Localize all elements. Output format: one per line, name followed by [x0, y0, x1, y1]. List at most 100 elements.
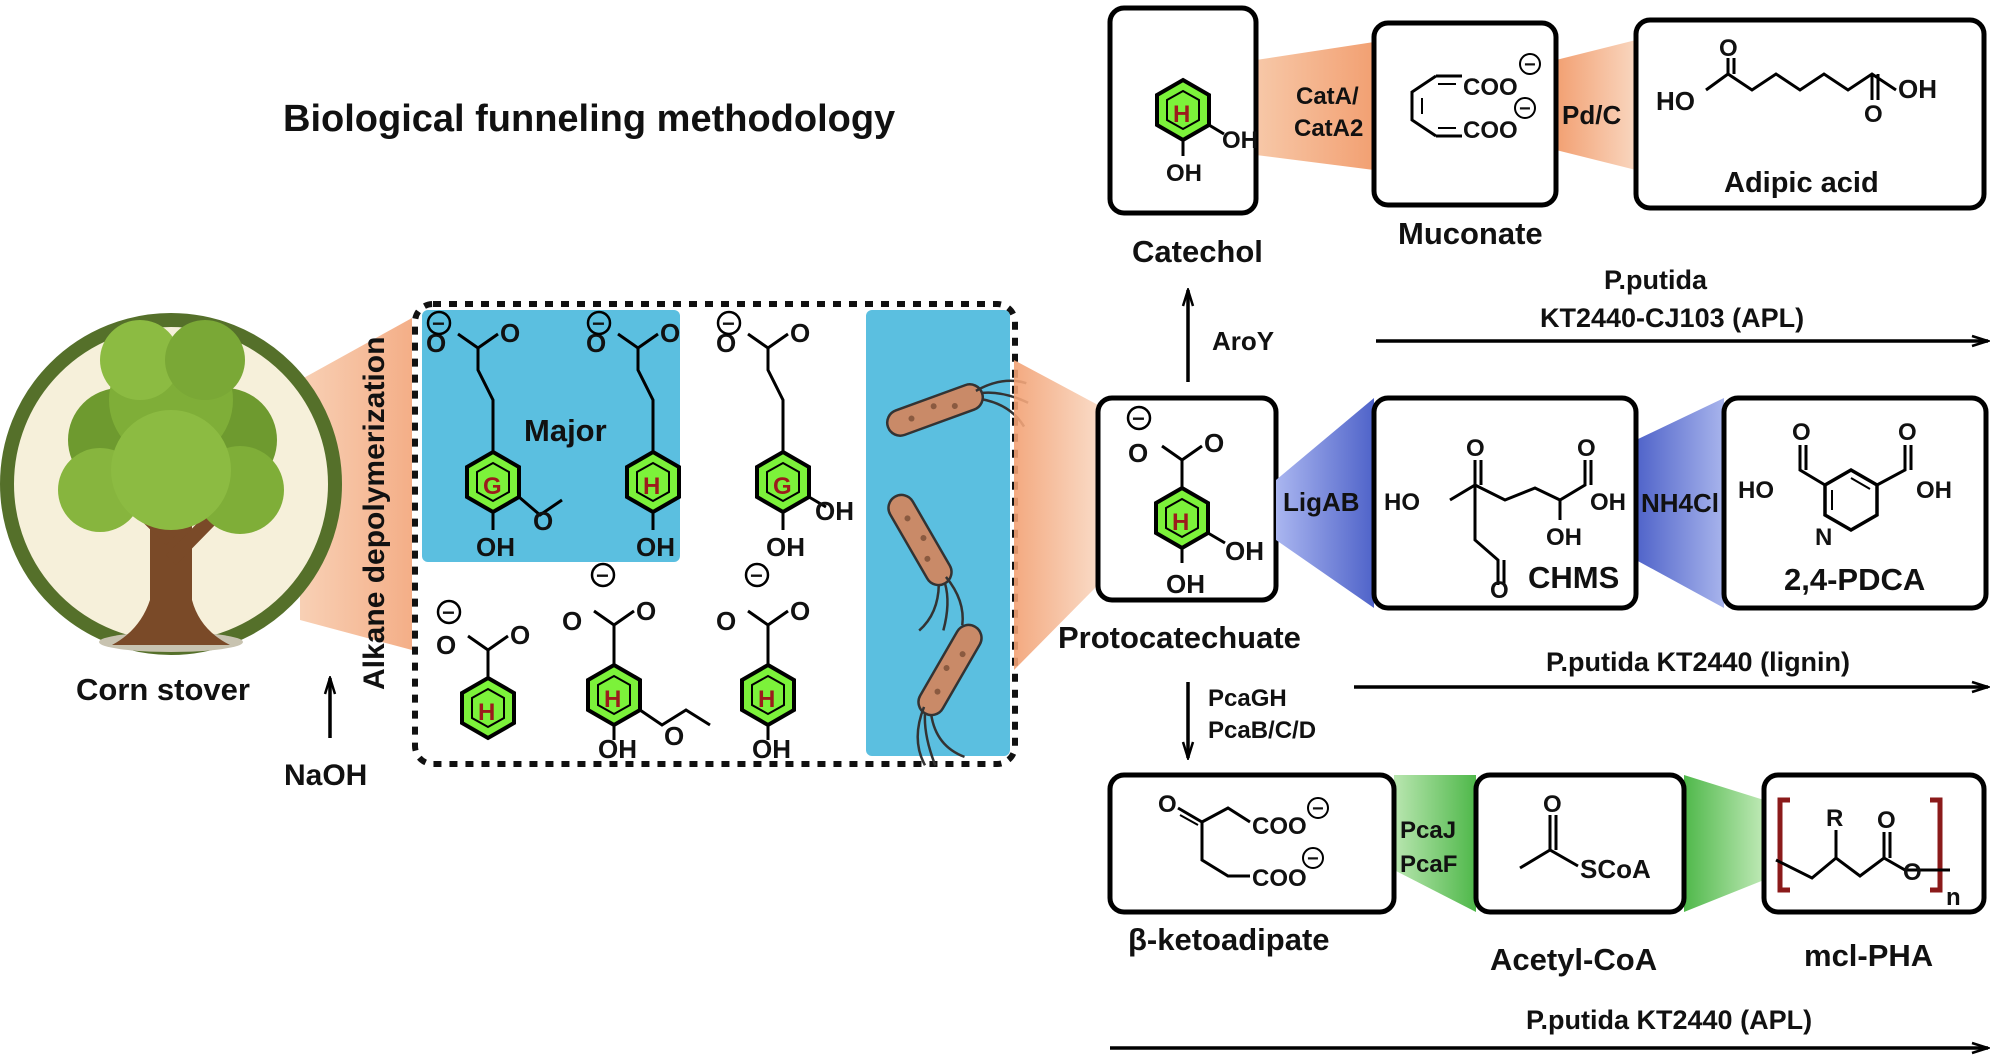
top-strain-line1: P.putida	[1604, 265, 1708, 295]
pcagh-label: PcaGH	[1208, 685, 1287, 712]
svg-text:OH: OH	[1225, 536, 1264, 566]
svg-text:−: −	[750, 563, 763, 588]
catechol-label: Catechol	[1132, 234, 1263, 269]
svg-text:H: H	[1172, 509, 1189, 536]
pdca-box	[1721, 395, 1989, 611]
cata-label: CatA/	[1296, 83, 1359, 110]
mcl-pha-label: mcl-PHA	[1804, 938, 1933, 973]
aroy-label: AroY	[1212, 326, 1274, 356]
svg-text:O: O	[790, 318, 810, 348]
svg-text:O: O	[660, 318, 680, 348]
svg-text:−: −	[722, 311, 735, 336]
svg-text:O: O	[1577, 435, 1596, 462]
svg-text:O: O	[790, 596, 810, 626]
monomer-4: H O O −	[436, 599, 530, 741]
svg-text:SCoA: SCoA	[1580, 854, 1651, 884]
chms-label: CHMS	[1528, 560, 1619, 595]
svg-text:OH: OH	[1898, 74, 1937, 104]
corn-stover-tree-icon	[0, 313, 412, 655]
svg-text:O: O	[426, 328, 446, 358]
svg-text:O: O	[716, 606, 736, 636]
svg-text:OH: OH	[636, 532, 675, 562]
beta-ketoadipate-label: β-ketoadipate	[1128, 922, 1330, 957]
svg-text:O: O	[636, 596, 656, 626]
svg-text:COO: COO	[1252, 865, 1307, 892]
catechol-structure: H OH OH	[1155, 77, 1258, 187]
svg-text:O: O	[1204, 428, 1224, 458]
pcabcd-label: PcaB/C/D	[1208, 717, 1316, 744]
svg-text:−: −	[1519, 98, 1531, 120]
svg-text:O: O	[586, 328, 606, 358]
pdca-structure: O O HO OH N	[1738, 419, 1952, 551]
svg-text:OH: OH	[476, 532, 515, 562]
svg-text:COO: COO	[1463, 74, 1518, 101]
svg-text:O: O	[1128, 438, 1148, 468]
svg-text:−: −	[1307, 848, 1319, 870]
bottom-link-2	[1684, 775, 1764, 912]
svg-text:OH: OH	[1590, 489, 1626, 516]
svg-text:OH: OH	[1222, 127, 1258, 154]
chms-box	[1371, 395, 1639, 611]
pcaj-label: PcaJ	[1400, 817, 1456, 844]
nh4cl-label: NH4Cl	[1641, 488, 1719, 518]
mcl-pha-structure: R O O n	[1775, 797, 1961, 911]
corn-stover-label: Corn stover	[76, 672, 250, 707]
middle-strain-label: P.putida KT2440 (lignin)	[1546, 647, 1850, 677]
svg-text:OH: OH	[1166, 569, 1205, 599]
funnel-shape	[1014, 360, 1098, 670]
svg-text:−: −	[592, 311, 605, 336]
middle-link-1	[1276, 398, 1374, 608]
bottom-strain-label: P.putida KT2440 (APL)	[1526, 1005, 1812, 1035]
ring-letter-5: H	[604, 686, 621, 713]
svg-text:O: O	[533, 506, 553, 536]
pdca-label: 2,4-PDCA	[1784, 562, 1925, 597]
svg-text:O: O	[500, 318, 520, 348]
ring-letter-1: G	[483, 473, 502, 500]
monomer-2: H O O − OH	[586, 310, 681, 562]
acetyl-coa-structure: O SCoA	[1519, 791, 1651, 884]
protocatechuate-structure: H O O − OH OH	[1126, 405, 1264, 599]
pcaf-label: PcaF	[1400, 851, 1457, 878]
muconate-label: Muconate	[1398, 216, 1543, 251]
svg-text:COO: COO	[1252, 813, 1307, 840]
top-strain-line2: KT2440-CJ103 (APL)	[1540, 303, 1804, 333]
svg-text:−: −	[596, 563, 609, 588]
svg-text:O: O	[1158, 791, 1177, 818]
svg-text:−: −	[1524, 54, 1536, 76]
svg-text:O: O	[562, 606, 582, 636]
beta-ketoadipate-structure: O COO COO − −	[1158, 791, 1329, 892]
svg-text:O: O	[1719, 35, 1738, 62]
svg-text:n: n	[1946, 884, 1961, 911]
svg-text:−: −	[432, 311, 445, 336]
svg-text:H: H	[1173, 101, 1190, 128]
svg-text:O: O	[1877, 807, 1896, 834]
svg-text:O: O	[1466, 435, 1485, 462]
svg-text:O: O	[436, 630, 456, 660]
svg-text:O: O	[1490, 577, 1509, 604]
acetyl-coa-box	[1473, 772, 1687, 915]
monomer-1: G O O − O OH	[426, 310, 563, 562]
svg-text:O: O	[1864, 101, 1883, 128]
top-link-1	[1256, 42, 1374, 170]
svg-text:HO: HO	[1656, 86, 1695, 116]
svg-text:HO: HO	[1384, 489, 1420, 516]
major-label: Major	[524, 413, 607, 448]
ring-letter-4: H	[478, 699, 495, 726]
protocatechuate-label: Protocatechuate	[1058, 620, 1301, 655]
svg-text:R: R	[1826, 805, 1843, 832]
svg-text:OH: OH	[1916, 477, 1952, 504]
svg-text:HO: HO	[1738, 477, 1774, 504]
svg-text:O: O	[510, 620, 530, 650]
middle-link-2	[1636, 398, 1724, 608]
svg-text:−: −	[1312, 798, 1324, 820]
page-title: Biological funneling methodology	[283, 98, 895, 140]
ring-letter-6: H	[758, 686, 775, 713]
pdc-label: Pd/C	[1562, 100, 1621, 130]
process-label: Alkane depolymerization	[358, 337, 391, 690]
svg-text:−: −	[442, 600, 455, 625]
muconate-box	[1371, 20, 1559, 208]
adipic-acid-label: Adipic acid	[1724, 167, 1879, 199]
svg-text:−: −	[1132, 406, 1145, 431]
bottom-link-1	[1394, 775, 1476, 912]
